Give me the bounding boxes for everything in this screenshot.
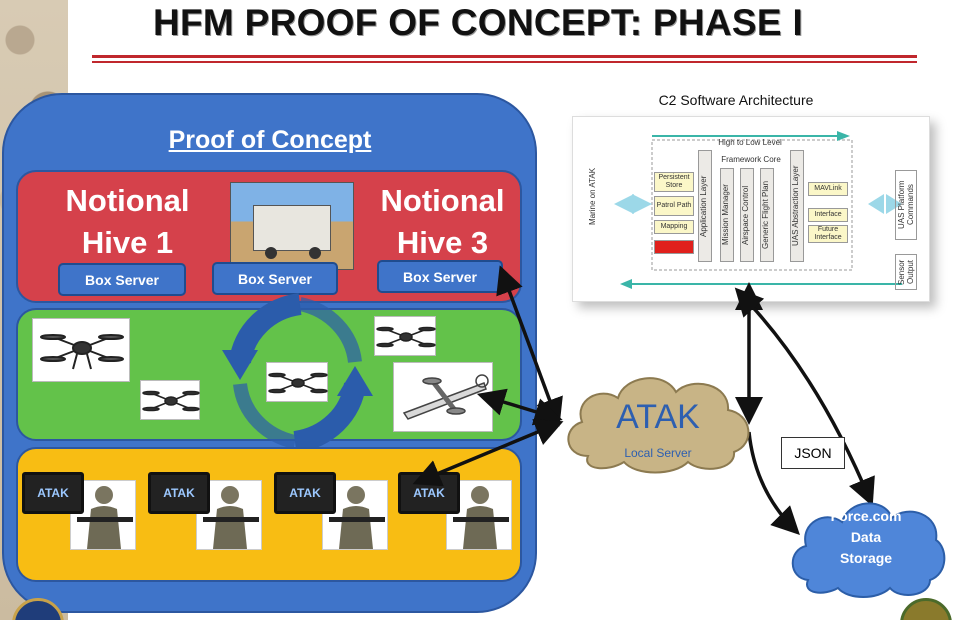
architecture-title: C2 Software Architecture (658, 92, 814, 108)
hive-3-line1: Notional (380, 183, 505, 218)
storage-line2: Data (850, 529, 882, 545)
soldier-icon (203, 486, 259, 549)
storage-line3: Storage (839, 550, 893, 566)
quadcopter-drone-icon (376, 326, 436, 348)
box-server-2: Box Server (212, 262, 338, 295)
soldier-image-4 (446, 480, 512, 550)
atak-cloud-title: ATAK (616, 398, 700, 436)
hive-1-line2: Hive 1 (81, 225, 174, 260)
module-patrol-path: Patrol Path (654, 196, 694, 216)
airspace-control-column (740, 168, 754, 262)
hive-trailer-photo (230, 182, 354, 270)
atak-tablet-3: ATAK (274, 472, 336, 514)
module-persistent-store: Persistent Store (654, 172, 694, 192)
hive-3-label: Notional Hive 3 (355, 180, 530, 264)
quadcopter-drone-icon (142, 390, 200, 412)
high-to-low-level-label: High to Low Level (718, 138, 782, 147)
title-underline (92, 55, 917, 58)
quadcopter-drone-icon (268, 372, 328, 394)
cycle-arrowhead-right (337, 366, 373, 396)
proof-of-concept-title: Proof of Concept (168, 126, 372, 154)
hexacopter-drone-icon (40, 334, 124, 370)
interface-future: Future Interface (808, 225, 848, 243)
soldier-icon (453, 486, 509, 549)
generic-flight-plan-column (760, 168, 774, 262)
box-server-3: Box Server (377, 260, 503, 293)
hive-3-line2: Hive 3 (396, 225, 489, 260)
atak-cloud-icon (567, 377, 750, 474)
vtol-drone-icon (402, 374, 489, 420)
interface-generic: Interface (808, 208, 848, 222)
trailer-shape (253, 205, 331, 251)
hive-1-label: Notional Hive 1 (40, 180, 215, 264)
storage-cloud-label: Force.com Data Storage (800, 506, 932, 569)
soldier-icon (329, 486, 385, 549)
quadcopter-card-top (374, 316, 436, 356)
quadcopter-card-small (140, 380, 200, 420)
trailer-wheel (265, 247, 277, 259)
force-com-storage-cloud-icon (791, 502, 946, 598)
module-red-block (654, 240, 694, 254)
hive-1-line1: Notional (65, 183, 190, 218)
mission-manager-column (720, 168, 734, 262)
soldier-icon (77, 486, 133, 549)
box-server-1: Box Server (58, 263, 186, 296)
page-title: HFM PROOF OF CONCEPT: PHASE I (152, 2, 804, 43)
title-underline-secondary (92, 61, 917, 63)
storage-line1: Force.com (830, 508, 902, 524)
framework-core-label: Framework Core (721, 155, 781, 164)
atak-tablet-1: ATAK (22, 472, 84, 514)
atak-cloud-subtitle: Local Server (624, 446, 692, 460)
uas-abstraction-layer-column (790, 150, 804, 262)
module-mapping: Mapping (654, 220, 694, 234)
trailer-wheel (309, 247, 321, 259)
json-label: JSON (781, 437, 845, 469)
interface-mavlink: MAVLink (808, 182, 848, 196)
hive-cycle-arrows (222, 293, 373, 453)
architecture-arrows (614, 131, 902, 289)
atak-tablet-2: ATAK (148, 472, 210, 514)
cycle-arrowhead-left (222, 350, 258, 380)
hexacopter-card (32, 318, 130, 382)
quadcopter-card-center (266, 362, 328, 402)
application-layer-column (698, 150, 712, 262)
